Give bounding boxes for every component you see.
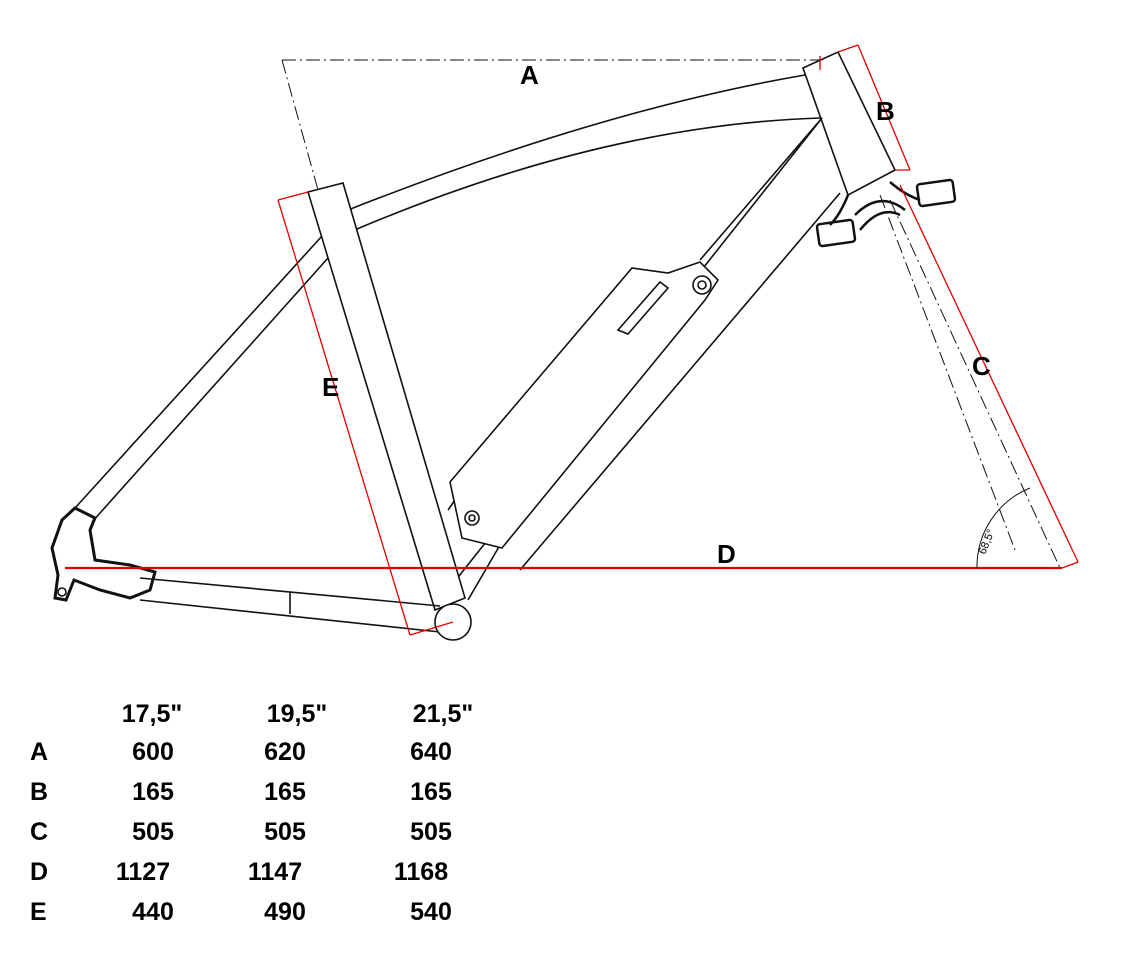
dimension-line-b — [837, 44, 911, 171]
size-header: 19,5" — [266, 700, 328, 728]
table-cell: 165 — [132, 778, 174, 806]
table-cell: 1127 — [115, 858, 171, 886]
table-cell: 490 — [264, 898, 306, 926]
size-header: 17,5" — [121, 700, 183, 728]
fork-crown — [829, 181, 921, 231]
label-b: B — [876, 96, 895, 126]
row-label: A — [30, 738, 49, 766]
row-label: B — [30, 778, 49, 806]
table-cell: 165 — [264, 778, 306, 806]
table-cell: 165 — [410, 778, 452, 806]
row-label: D — [30, 858, 49, 886]
down-tube — [447, 117, 841, 601]
table-cell: 620 — [264, 738, 306, 766]
table-cell: 1147 — [247, 858, 303, 886]
chain-stay — [139, 577, 441, 633]
table-cell: 640 — [410, 738, 452, 766]
table-cell: 600 — [132, 738, 174, 766]
dimension-line-c — [899, 184, 1079, 569]
table-cell: 505 — [132, 818, 174, 846]
label-d: D — [717, 539, 736, 569]
battery — [449, 261, 720, 549]
size-header: 21,5" — [412, 700, 474, 728]
seat-stay — [74, 235, 329, 523]
label-c: C — [972, 351, 991, 381]
rear-dropout — [50, 506, 157, 602]
row-label: E — [30, 898, 47, 926]
table-cell: 540 — [410, 898, 452, 926]
label-e: E — [322, 372, 339, 402]
table-cell: 505 — [264, 818, 306, 846]
seat-tube — [306, 182, 466, 612]
table-cell: 440 — [132, 898, 174, 926]
table-cell: 505 — [410, 818, 452, 846]
head-angle-arc — [976, 487, 1031, 569]
head-angle-label: 68,5° — [977, 528, 998, 556]
table-cell: 1168 — [393, 858, 449, 886]
dimension-line-e — [277, 191, 454, 636]
top-tube — [342, 74, 821, 233]
row-label: C — [30, 818, 49, 846]
label-a: A — [520, 60, 539, 90]
